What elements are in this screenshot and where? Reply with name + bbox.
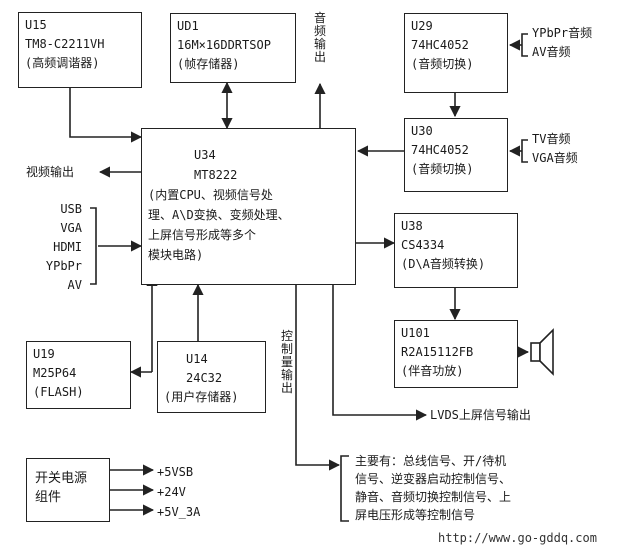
lvds-out-label: LVDS上屏信号输出 xyxy=(430,408,531,422)
speaker-icon xyxy=(530,328,554,376)
rail-5v3a: +5V_3A xyxy=(157,505,201,519)
input-av: AV xyxy=(67,278,82,292)
block-u101: U101 R2A15112FB (伴音功放) xyxy=(394,320,518,388)
block-u14: U14 24C32 (用户存储器) xyxy=(157,341,266,413)
block-u38: U38 CS4334 (D\A音频转换) xyxy=(394,213,518,288)
u34-desc-2: 理、A\D变换、变频处理、 xyxy=(148,208,290,222)
ypbpr-audio-label: YPbPr音频 xyxy=(532,26,593,40)
u30-input-labels: TV音频 VGA音频 xyxy=(532,130,578,168)
control-notes: 主要有：总线信号、开/待机 信号、逆变器启动控制信号、 静音、音频切换控制信号、… xyxy=(355,452,511,524)
brace-inputs xyxy=(90,207,97,285)
notes-line3: 静音、音频切换控制信号、上 xyxy=(355,490,512,504)
input-ypbpr: YPbPr xyxy=(45,259,82,273)
u15-part: TM8-C2211VH xyxy=(25,37,105,51)
notes-line4: 屏电压形成等控制信号 xyxy=(355,508,476,522)
notes-line1: 主要有：总线信号、开/待机 xyxy=(355,454,507,468)
u38-desc: (D\A音频转换) xyxy=(401,257,486,271)
brace-u30 xyxy=(521,139,528,163)
input-vga: VGA xyxy=(60,221,82,235)
u34-desc-3: 上屏信号形成等多个 xyxy=(148,228,257,242)
u14-desc: (用户存储器) xyxy=(164,390,239,404)
u19-part: M25P64 xyxy=(33,366,77,380)
vga-audio-label: VGA音频 xyxy=(532,151,578,165)
block-u19: U19 M25P64 (FLASH) xyxy=(26,341,131,409)
rail-24v: +24V xyxy=(157,485,186,499)
wire-lvds-out xyxy=(332,285,428,421)
wire-control-out xyxy=(295,285,341,471)
u101-ref: U101 xyxy=(401,326,430,340)
psu-line2: 组件 xyxy=(35,490,62,505)
u30-desc: (音频切换) xyxy=(411,162,474,176)
wire-u15-u34 xyxy=(69,88,143,143)
u14-ref: U14 xyxy=(186,352,208,366)
block-u30: U30 74HC4052 (音频切换) xyxy=(404,118,508,192)
brace-notes xyxy=(340,455,349,522)
ud1-desc: (帧存储器) xyxy=(177,57,240,71)
block-ud1: UD1 16M×16DDRTSOP (帧存储器) xyxy=(170,13,296,83)
tv-audio-label: TV音频 xyxy=(532,132,571,146)
u14-part: 24C32 xyxy=(186,371,223,385)
u34-part: MT8222 xyxy=(194,168,238,182)
rail-labels: +5VSB +24V +5V_3A xyxy=(157,462,200,522)
rail-5vsb: +5VSB xyxy=(157,465,194,479)
input-hdmi: HDMI xyxy=(53,240,82,254)
u29-input-labels: YPbPr音频 AV音频 xyxy=(532,24,592,62)
u34-desc-1: (内置CPU、视频信号处 xyxy=(148,188,273,202)
notes-line2: 信号、逆变器启动控制信号、 xyxy=(355,472,512,486)
ud1-ref: UD1 xyxy=(177,19,199,33)
video-out-label: 视频输出 xyxy=(26,165,75,179)
u38-part: CS4334 xyxy=(401,238,445,252)
u19-desc: (FLASH) xyxy=(33,385,84,399)
u19-ref: U19 xyxy=(33,347,55,361)
av-audio-label: AV音频 xyxy=(532,45,571,59)
watermark: http://www.go-gddq.com xyxy=(438,531,597,545)
block-psu: 开关电源 组件 xyxy=(26,458,110,522)
block-u29: U29 74HC4052 (音频切换) xyxy=(404,13,508,93)
u29-desc: (音频切换) xyxy=(411,57,474,71)
audio-out-label: 音频输出 xyxy=(313,11,326,64)
u30-ref: U30 xyxy=(411,124,433,138)
u101-part: R2A15112FB xyxy=(401,345,474,359)
block-u15: U15 TM8-C2211VH (高频调谐器) xyxy=(18,12,142,88)
psu-line1: 开关电源 xyxy=(35,471,88,486)
u101-desc: (伴音功放) xyxy=(401,364,464,378)
brace-u29 xyxy=(521,33,528,57)
u34-ref: U34 xyxy=(194,148,216,162)
input-list: USB VGA HDMI YPbPr AV xyxy=(30,200,82,295)
control-out-label: 控制量输出 xyxy=(280,329,293,395)
u29-ref: U29 xyxy=(411,19,433,33)
u30-part: 74HC4052 xyxy=(411,143,469,157)
block-u34: U34 MT8222 (内置CPU、视频信号处 理、A\D变换、变频处理、 上屏… xyxy=(141,128,356,285)
input-usb: USB xyxy=(60,202,82,216)
u34-desc-4: 模块电路) xyxy=(148,248,204,262)
u15-desc: (高频调谐器) xyxy=(25,56,100,70)
ud1-part: 16M×16DDRTSOP xyxy=(177,38,271,52)
u15-ref: U15 xyxy=(25,18,47,32)
u38-ref: U38 xyxy=(401,219,423,233)
u29-part: 74HC4052 xyxy=(411,38,469,52)
